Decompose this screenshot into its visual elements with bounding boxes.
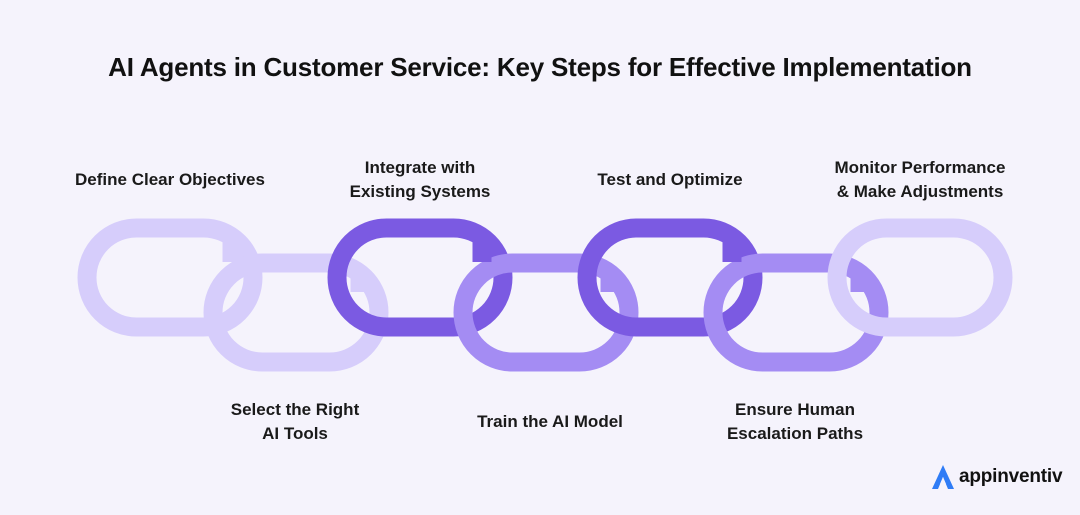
step-label-select-tools: Select the Right AI Tools [230, 400, 360, 443]
step-label-integrate-systems: Integrate with Existing Systems [349, 158, 491, 201]
chain-link-1 [77, 218, 263, 337]
logo-text: appinventiv [959, 466, 1063, 487]
appinventiv-logo-icon [932, 465, 954, 489]
step-label-test-optimize: Test and Optimize [597, 170, 743, 189]
chain-link-4 [453, 253, 639, 372]
step-label-human-escalation: Ensure Human Escalation Paths [726, 400, 864, 443]
chain-link-5 [577, 218, 763, 337]
step-label-define-objectives: Define Clear Objectives [75, 170, 265, 189]
chain-link-6 [703, 253, 889, 372]
brand-logo: appinventiv [930, 462, 1063, 492]
diagram-title: AI Agents in Customer Service: Key Steps… [108, 52, 972, 82]
step-label-train-model: Train the AI Model [477, 412, 623, 431]
chain-link-2 [203, 253, 389, 372]
step-label-monitor-performance: Monitor Performance & Make Adjustments [834, 158, 1006, 201]
chain-link-7 [827, 218, 1013, 337]
chain-link-3 [327, 218, 513, 337]
